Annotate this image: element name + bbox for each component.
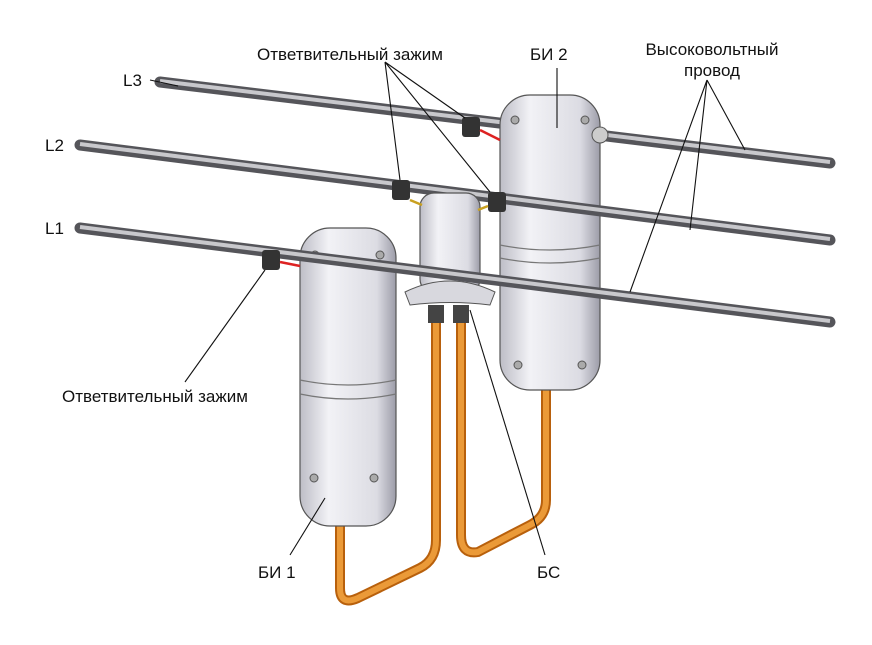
label-bi1: БИ 1	[258, 563, 296, 582]
orange-cables	[335, 320, 551, 606]
label-hv-wire-line1: Высоковольтный	[645, 40, 778, 59]
label-hv-wire-line2: провод	[684, 61, 740, 80]
label-bi2: БИ 2	[530, 45, 568, 64]
label-l2: L2	[45, 136, 64, 155]
label-l1: L1	[45, 219, 64, 238]
label-clamp-bottom: Ответвительный зажим	[62, 387, 248, 406]
label-l3: L3	[123, 71, 142, 90]
bi1-unit	[299, 227, 397, 527]
wire-l1	[74, 222, 836, 328]
bi2-unit	[499, 94, 609, 391]
branch-clamps	[262, 117, 506, 270]
label-clamp-top: Ответвительный зажим	[257, 45, 443, 64]
bs-unit	[404, 192, 496, 323]
label-bs: БС	[537, 563, 560, 582]
wire-l3	[154, 76, 836, 169]
leader-lines	[149, 61, 746, 556]
